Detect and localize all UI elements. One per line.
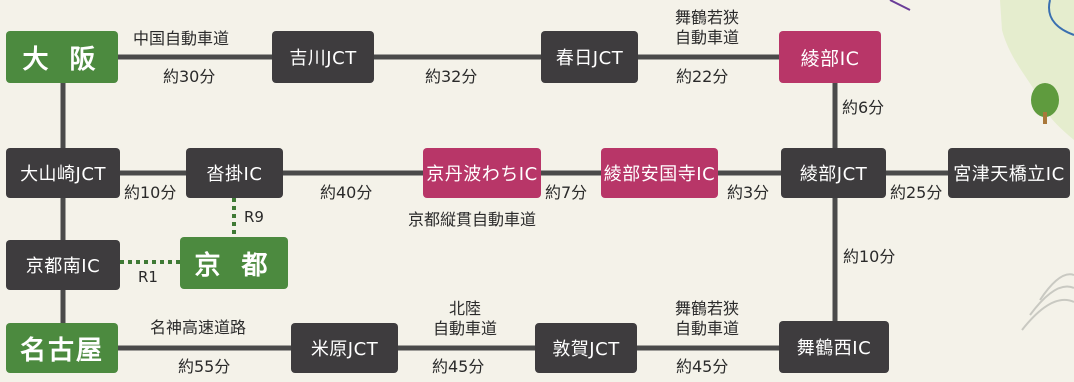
time-nagoya-maibara: 約55分 [178, 357, 231, 376]
time-oyamazaki-kutsukake: 約10分 [124, 183, 177, 202]
time-wachi-ankokuji: 約7分 [545, 183, 588, 202]
time-ankokuji-ayabejct: 約3分 [727, 183, 770, 202]
road-label-meishin: 名神高速道路 [150, 318, 247, 337]
node-osaka: 大 阪 [6, 31, 118, 83]
node-maizuru-nishi-ic: 舞鶴西IC [779, 321, 889, 373]
time-ayabejct-miyazu: 約25分 [890, 183, 943, 202]
node-nagoya: 名古屋 [6, 323, 118, 373]
road-label-hokuriku-1: 北陸 [448, 299, 481, 318]
node-kyoto: 京 都 [180, 237, 288, 289]
node-miyazu-amanohashidate-ic: 宮津天橋立IC [948, 148, 1070, 198]
time-yoshikawa-kasuga: 約32分 [425, 67, 478, 86]
road-label-maizuru-wakasa-bottom-2: 自動車道 [674, 319, 739, 338]
route-label-r1: R1 [138, 268, 158, 286]
road-label-maizuru-wakasa-top-1: 舞鶴若狭 [674, 8, 739, 27]
node-kyotamba-wachi-ic: 京丹波わちIC [423, 148, 541, 198]
node-ayabe-ic: 綾部IC [779, 31, 881, 83]
node-kasuga-jct: 春日JCT [541, 31, 638, 83]
road-label-hokuriku-2: 自動車道 [432, 319, 497, 338]
time-tsuruga-maizurunishi: 約45分 [676, 357, 729, 376]
node-kutsukake-ic: 沓掛IC [186, 148, 283, 198]
road-label-kyoto-jukan: 京都縦貫自動車道 [408, 210, 537, 229]
node-ayabe-jct: 綾部JCT [781, 148, 886, 198]
node-tsuruga-jct: 敦賀JCT [535, 323, 637, 373]
time-ayabeic-ayabejct: 約6分 [842, 98, 885, 117]
node-yoshikawa-jct: 吉川JCT [272, 31, 374, 83]
time-ayabejct-maizurunishi: 約10分 [843, 247, 896, 266]
time-kutsukake-wachi: 約40分 [320, 183, 373, 202]
node-oyamazaki-jct: 大山崎JCT [6, 148, 120, 198]
time-maibara-tsuruga: 約45分 [432, 357, 485, 376]
road-label-maizuru-wakasa-top-2: 自動車道 [674, 28, 739, 47]
node-kyoto-minami-ic: 京都南IC [6, 240, 120, 290]
node-maibara-jct: 米原JCT [291, 323, 398, 373]
road-label-maizuru-wakasa-bottom-1: 舞鶴若狭 [674, 299, 739, 318]
route-label-r9: R9 [244, 208, 264, 226]
road-label-chugoku: 中国自動車道 [133, 29, 230, 48]
node-ayabe-ankokuji-ic: 綾部安国寺IC [601, 148, 718, 198]
time-osaka-yoshikawa: 約30分 [163, 67, 216, 86]
time-kasuga-ayabe: 約22分 [676, 67, 729, 86]
